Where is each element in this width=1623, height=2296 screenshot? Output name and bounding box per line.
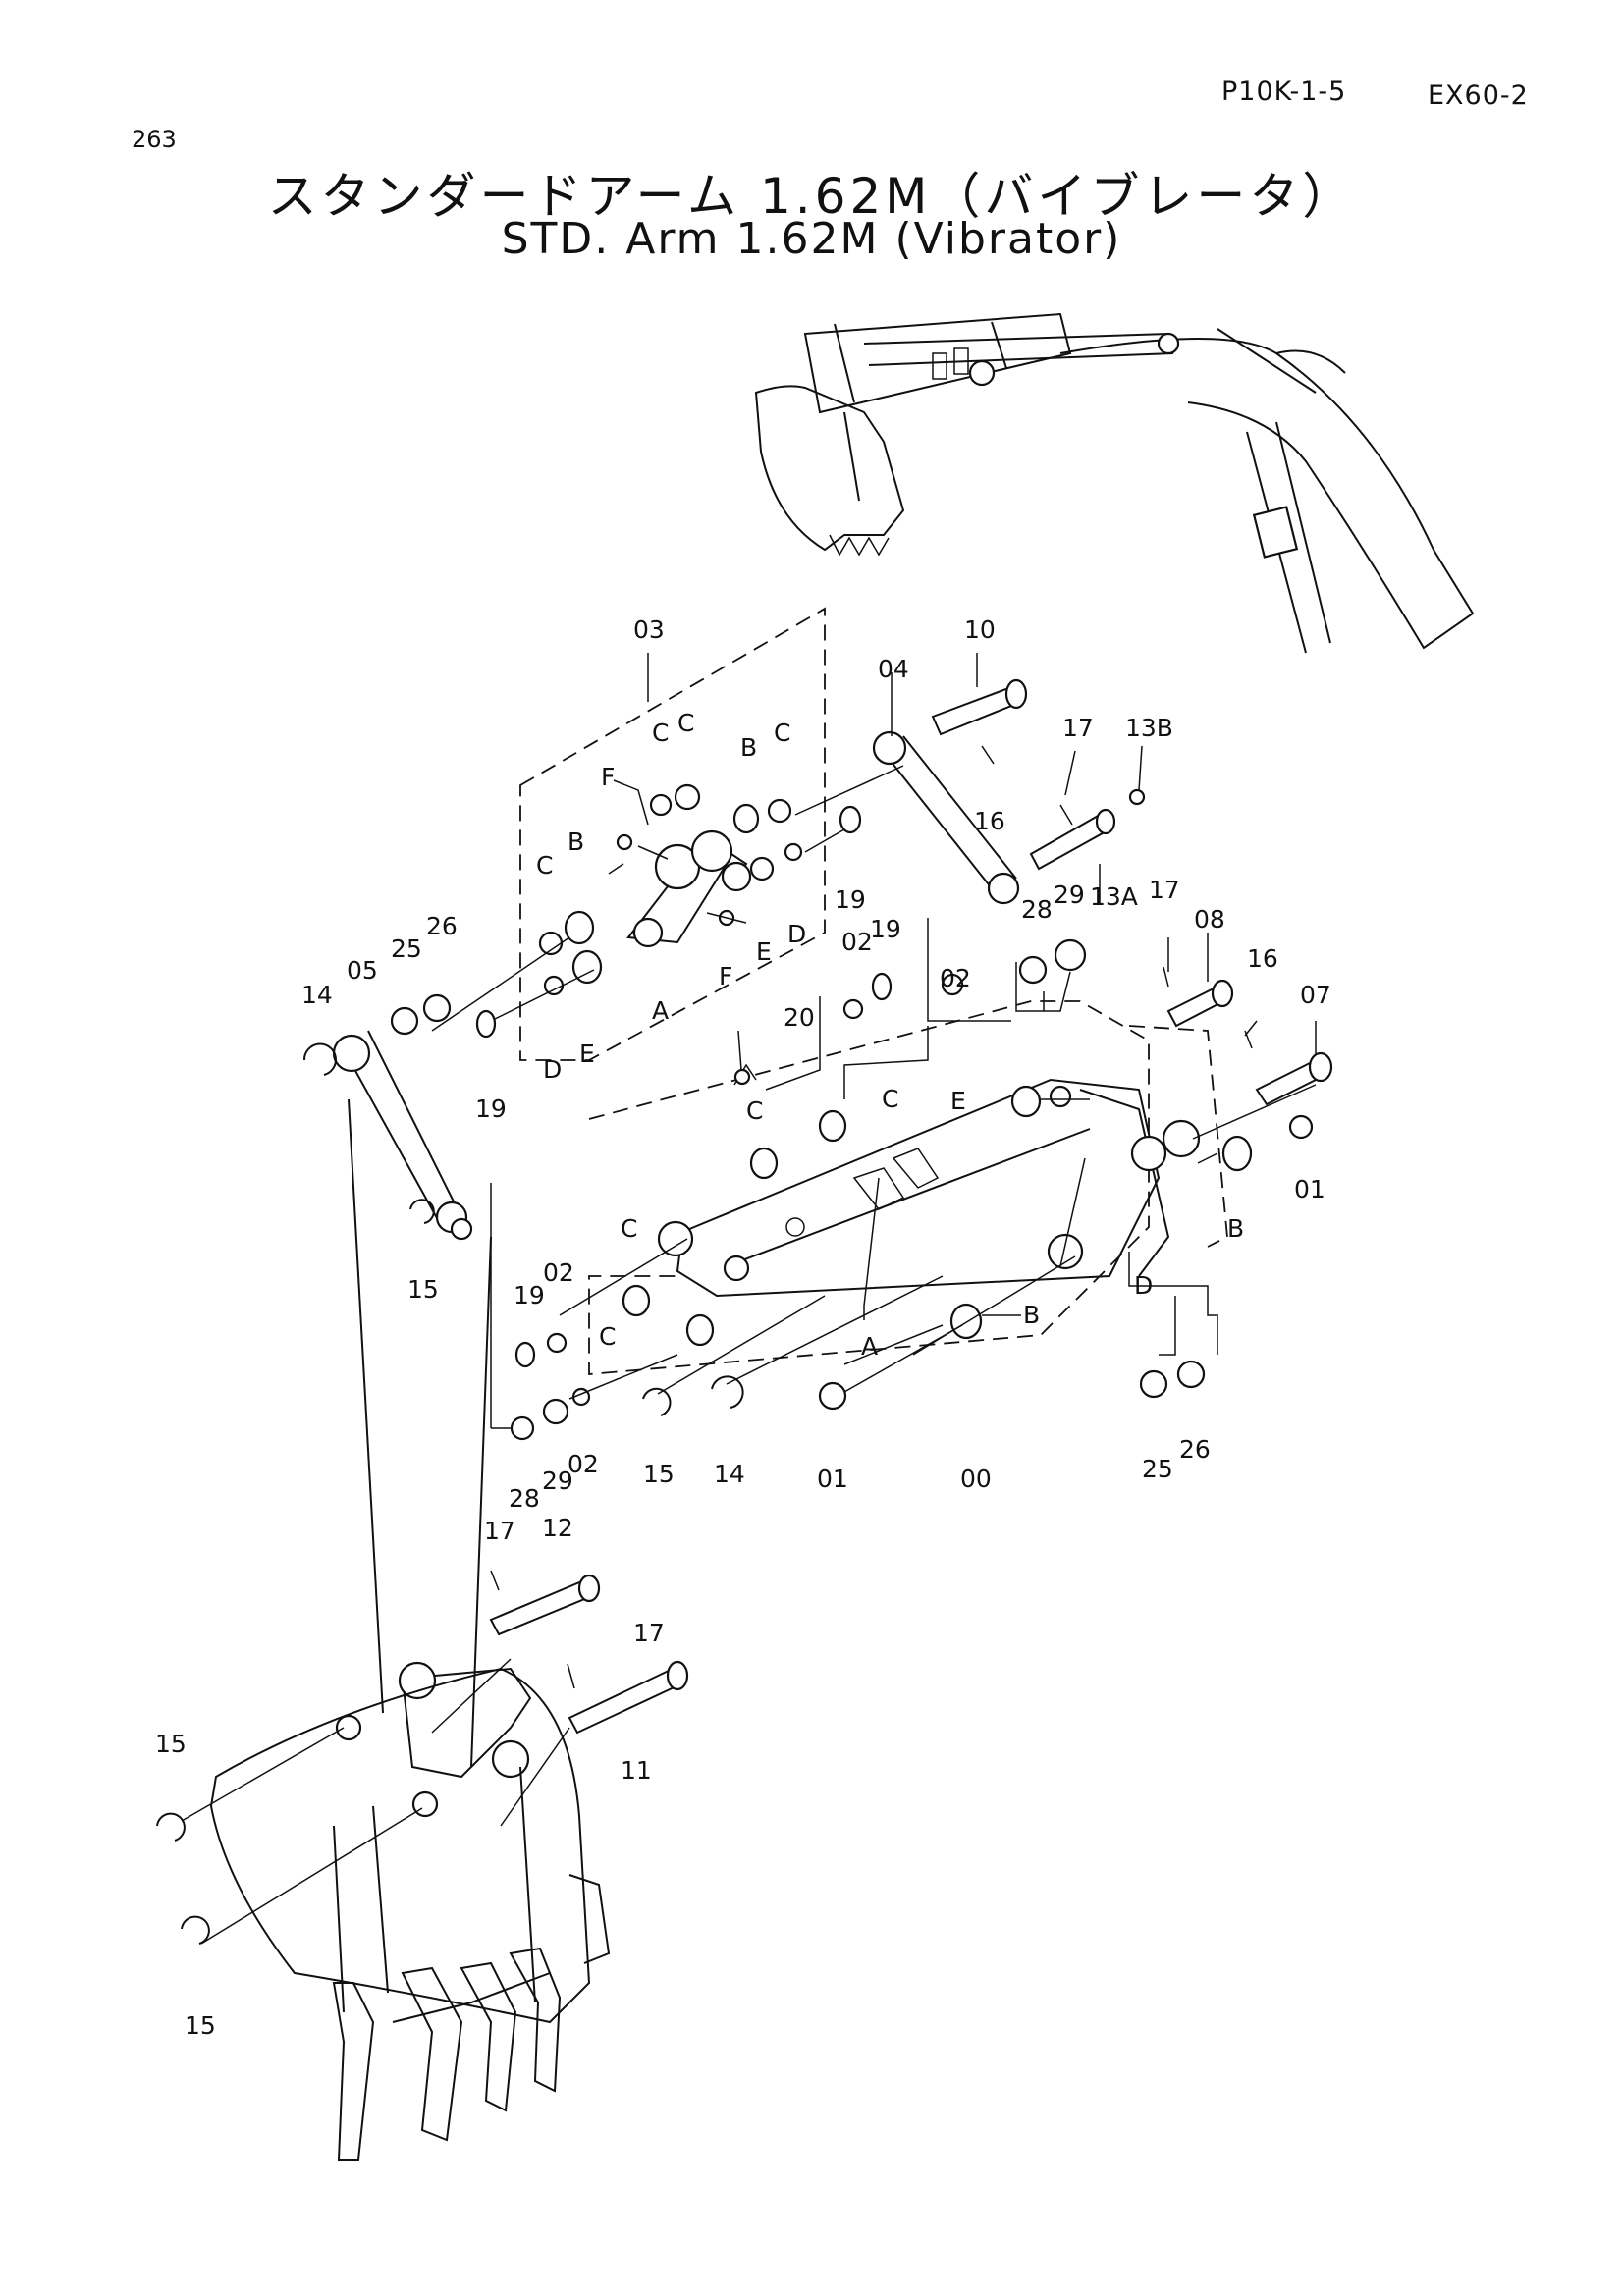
callout-b: B xyxy=(740,733,757,762)
callout-f: F xyxy=(719,962,732,990)
callout-16: 16 xyxy=(1247,944,1278,973)
callout-c: C xyxy=(882,1085,898,1113)
callout-15: 15 xyxy=(407,1275,439,1304)
washers-left xyxy=(302,993,497,1224)
pins-and-washers-right xyxy=(818,678,1333,1411)
callout-17: 17 xyxy=(1062,714,1094,742)
callout-leaders xyxy=(608,653,1317,1071)
callout-17: 17 xyxy=(1149,876,1180,904)
page-code: P10K-1-5 xyxy=(1221,77,1347,107)
callout-labels: 03 04 10 17 13B C C B C F B C 16 13A 25 … xyxy=(155,615,1331,2040)
callout-15: 15 xyxy=(643,1460,675,1488)
callout-a: A xyxy=(652,996,669,1025)
callout-13a: 13A xyxy=(1090,882,1138,911)
callout-19: 19 xyxy=(475,1095,507,1123)
callout-e: E xyxy=(950,1087,966,1115)
callout-f: F xyxy=(601,763,615,791)
callout-16: 16 xyxy=(974,807,1005,835)
callout-12: 12 xyxy=(542,1514,573,1542)
callout-d: D xyxy=(787,920,806,948)
callout-29: 29 xyxy=(542,1467,573,1495)
callout-28: 28 xyxy=(509,1484,540,1513)
callout-07: 07 xyxy=(1300,981,1331,1009)
callout-08: 08 xyxy=(1194,905,1225,934)
callout-26: 26 xyxy=(1179,1435,1211,1464)
callout-01: 01 xyxy=(817,1465,848,1493)
title-japanese: スタンダードアーム 1.62M（バイブレータ） xyxy=(267,168,1356,225)
callout-14: 14 xyxy=(301,981,333,1009)
link-04 xyxy=(872,730,1020,905)
link-assembly-03 xyxy=(431,765,904,1032)
callout-e: E xyxy=(756,937,772,966)
callout-28: 28 xyxy=(1021,895,1053,924)
callout-d: D xyxy=(543,1055,562,1084)
excavator-overview-illustration xyxy=(754,312,1475,654)
callout-c: C xyxy=(536,851,553,880)
callout-14: 14 xyxy=(714,1460,745,1488)
title-english: STD. Arm 1.62M (Vibrator) xyxy=(501,214,1122,264)
callout-25: 25 xyxy=(1142,1455,1173,1483)
bucket-illustration xyxy=(156,1098,611,2161)
callout-29: 29 xyxy=(1054,881,1085,909)
callout-02: 02 xyxy=(543,1258,574,1287)
callout-c: C xyxy=(599,1322,616,1351)
callout-04: 04 xyxy=(878,655,909,683)
callout-20: 20 xyxy=(784,1003,815,1032)
callout-b: B xyxy=(1023,1301,1040,1329)
callout-02: 02 xyxy=(568,1450,599,1478)
callout-10: 10 xyxy=(964,615,996,644)
callout-05: 05 xyxy=(347,956,378,985)
callout-e: E xyxy=(579,1040,595,1068)
callout-c: C xyxy=(746,1096,763,1125)
callout-15: 15 xyxy=(185,2011,216,2040)
callout-b: B xyxy=(568,828,584,856)
callout-a: A xyxy=(861,1332,878,1361)
callout-25: 25 xyxy=(391,934,422,963)
callout-17: 17 xyxy=(633,1619,665,1647)
callout-03: 03 xyxy=(633,615,665,644)
callout-26: 26 xyxy=(426,912,458,940)
callout-15: 15 xyxy=(155,1730,187,1758)
page-number: 263 xyxy=(132,126,177,153)
callout-19: 19 xyxy=(835,885,866,914)
callout-c: C xyxy=(677,709,694,737)
callout-19: 19 xyxy=(870,915,901,943)
callout-c: C xyxy=(621,1214,637,1243)
callout-01: 01 xyxy=(1294,1175,1325,1203)
callout-b: B xyxy=(1227,1214,1244,1243)
callout-c: C xyxy=(652,719,669,747)
washers-lower-left xyxy=(490,1183,963,1441)
callout-13b: 13B xyxy=(1125,714,1173,742)
callout-19: 19 xyxy=(514,1281,545,1309)
callout-02: 02 xyxy=(841,928,873,956)
bucket-pins xyxy=(489,1570,689,1735)
callout-d: D xyxy=(1134,1271,1153,1300)
callout-02: 02 xyxy=(940,964,971,992)
callout-11: 11 xyxy=(621,1756,652,1785)
assembly-boundaries xyxy=(519,607,1228,1375)
callout-17: 17 xyxy=(484,1517,515,1545)
arm-body-00 xyxy=(559,918,1317,1365)
callout-c: C xyxy=(774,719,790,747)
model-code: EX60-2 xyxy=(1428,80,1529,111)
callout-00: 00 xyxy=(960,1465,992,1493)
